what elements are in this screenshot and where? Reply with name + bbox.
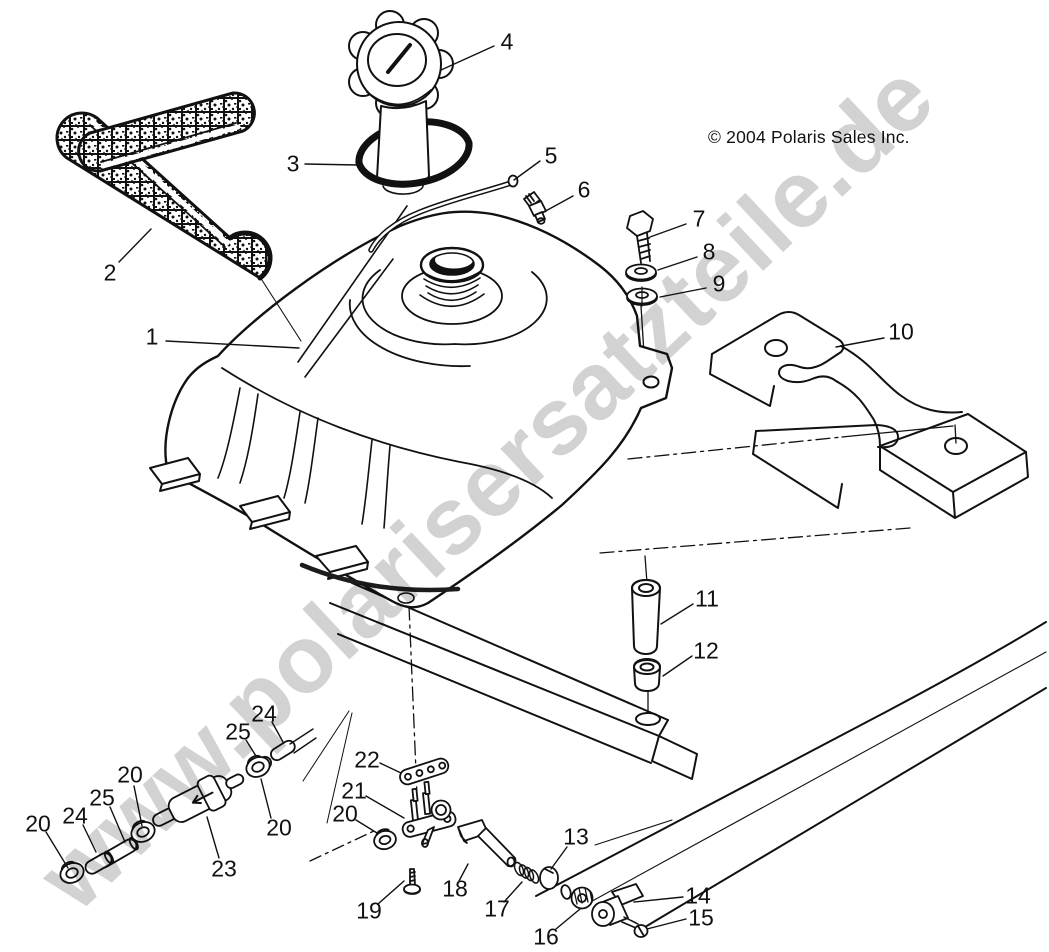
callout-leader-19 [378,881,404,904]
callout-leader-9 [660,288,706,297]
callout-leader-18 [459,864,468,881]
bolt-washers-drawing [626,211,657,306]
callout-leader-20 [46,832,68,868]
callout-label-9: 9 [712,270,726,297]
callout-label-13: 13 [563,823,589,850]
callout-label-25: 25 [225,718,251,745]
callout-label-14: 14 [685,882,711,909]
callout-leader-20 [356,820,377,833]
callout-label-23: 23 [211,855,237,882]
spacer-bushing-drawing [632,580,660,691]
callout-label-5: 5 [544,142,558,169]
callout-label-10: 10 [888,318,914,345]
callout-leader-8 [658,257,697,270]
callout-leader-17 [504,882,522,902]
bracket-drawing [710,312,1028,518]
callout-leader-13 [551,847,567,869]
callout-label-8: 8 [702,238,716,265]
callout-leader-21 [366,796,404,818]
callout-label-15: 15 [688,904,714,931]
callout-leader-25 [246,740,256,756]
callout-leader-25 [110,807,125,842]
callout-leader-7 [650,224,686,237]
callout-label-17: 17 [484,895,510,922]
callout-leader-10 [836,338,884,347]
callout-label-20: 20 [117,761,143,788]
callout-leader-15 [647,919,686,929]
fuel-cap-drawing [349,11,453,194]
callout-label-18: 18 [442,875,468,902]
callout-label-20: 20 [266,814,292,841]
callout-leader-3 [305,164,358,165]
callout-leader-23 [207,817,219,858]
callout-label-22: 22 [354,746,380,773]
callout-leader-2 [119,229,151,262]
callout-label-1: 1 [145,323,159,350]
callout-label-25: 25 [89,784,115,811]
callout-leader-1 [166,341,299,348]
callout-label-16: 16 [533,923,559,950]
callout-label-2: 2 [103,259,117,286]
callout-leader-24 [272,722,283,742]
o-ring-front-drawing [359,143,469,184]
callout-label-3: 3 [286,150,300,177]
callout-leader-24 [83,825,96,852]
callout-leader-4 [441,46,494,70]
callout-leader-22 [380,763,401,773]
callout-label-24: 24 [62,802,88,829]
copyright-notice: © 2004 Polaris Sales Inc. [708,127,910,147]
callout-label-19: 19 [356,897,382,924]
callout-label-7: 7 [692,205,706,232]
fitting-drawing [524,192,546,224]
callout-leader-20 [261,779,271,818]
callout-label-6: 6 [577,176,591,203]
petcock-drawing [398,757,647,937]
callout-label-12: 12 [693,637,719,664]
vent-line-drawing [371,176,518,251]
frame-tube-drawing [536,622,1046,930]
callout-label-20: 20 [332,800,358,827]
foam-pad-drawing [57,93,301,341]
callout-label-4: 4 [500,28,514,55]
callout-leader-16 [556,909,580,929]
callout-leader-11 [661,604,693,624]
callout-leader-5 [514,161,540,180]
callout-label-21: 21 [341,777,367,804]
callout-leader-6 [542,196,573,213]
callout-leader-12 [663,656,692,676]
callout-label-20: 20 [25,810,51,837]
callout-leader-20 [134,786,142,826]
clamp-drawing [56,752,398,887]
callout-label-24: 24 [251,700,277,727]
callout-leader-14 [634,897,683,902]
fuel-filter-drawing [56,729,398,887]
callout-label-11: 11 [695,585,719,612]
